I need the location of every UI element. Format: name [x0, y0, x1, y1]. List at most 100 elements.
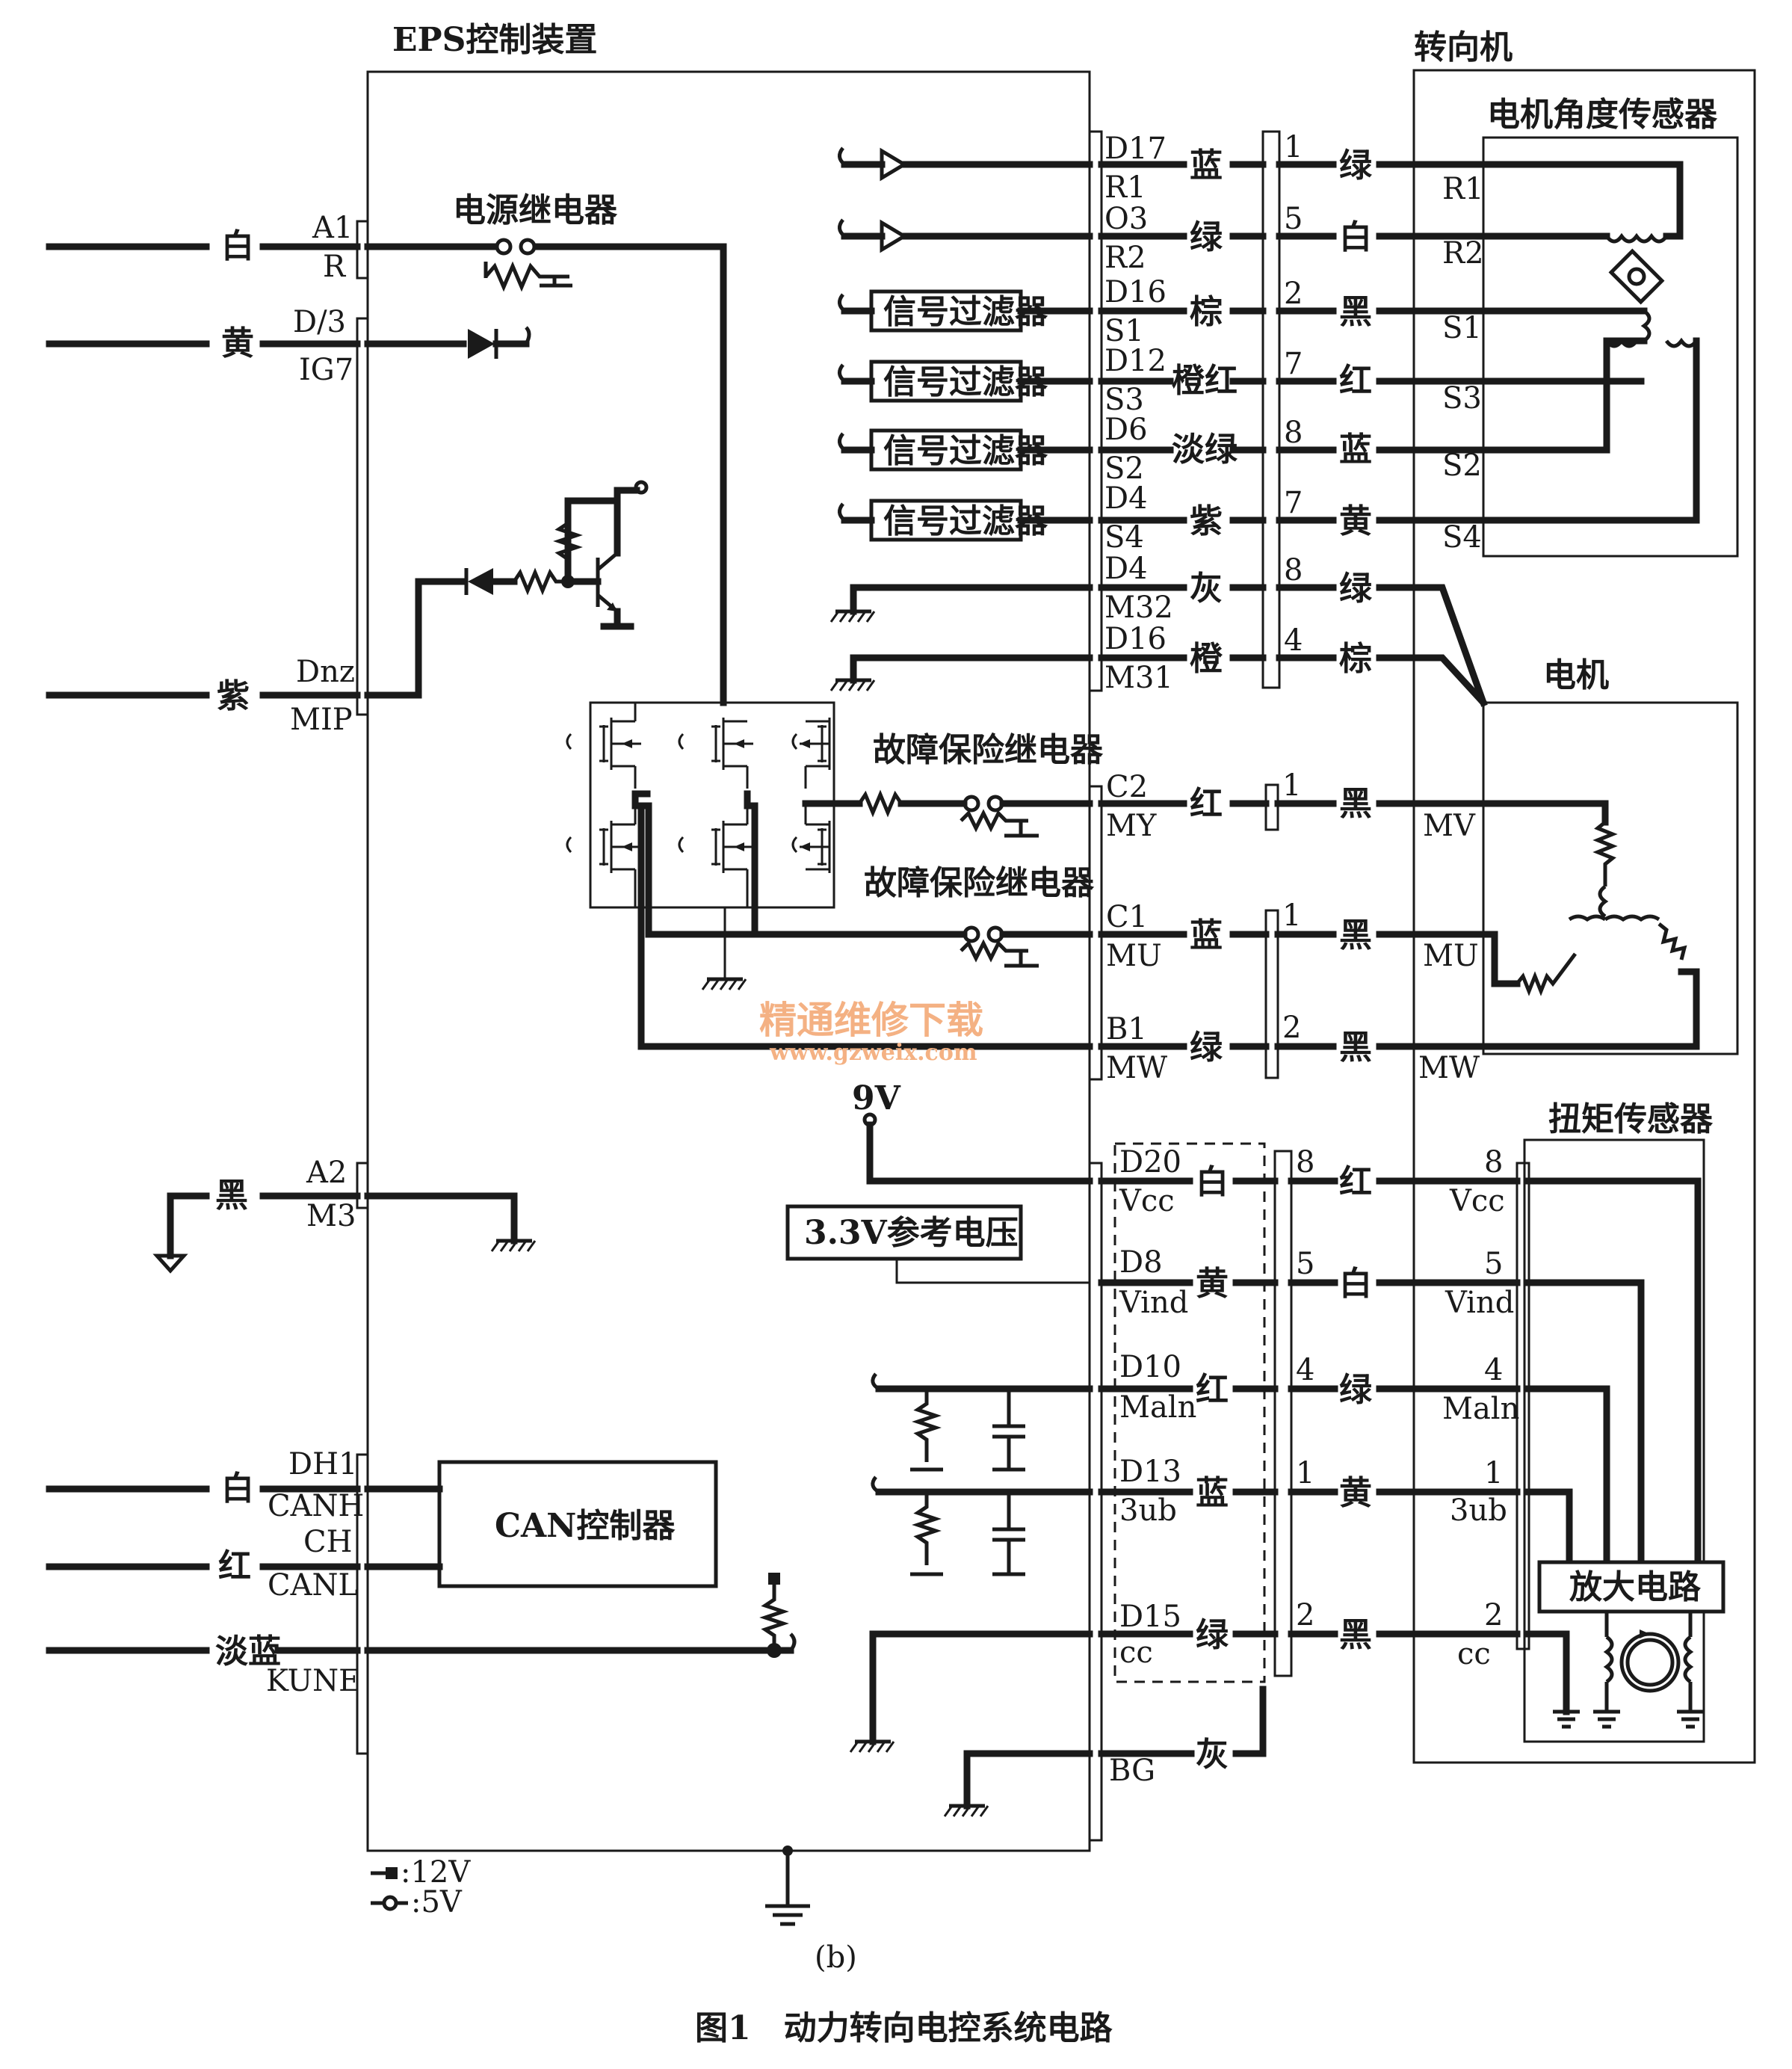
resolver-symbol: [1480, 161, 1700, 524]
wire2-color-3: 红: [1339, 362, 1372, 400]
bg-wire-label: 灰: [1196, 1736, 1229, 1774]
mwire1-0: 红: [1190, 785, 1223, 823]
wire1-color-7: 橙: [1190, 640, 1223, 678]
wire1-color-4: 淡绿: [1172, 431, 1238, 469]
harness-bar-c2: [1264, 783, 1279, 831]
right-connector-torque: [1088, 1162, 1103, 1842]
diode-mip: [468, 568, 493, 595]
harness-num-5: 7: [1284, 486, 1303, 520]
left-wire-color-1: 黄: [221, 324, 254, 363]
watermark-cn: 精通维修下载: [759, 998, 983, 1042]
filter-3: 信号过滤器: [838, 428, 1093, 472]
left-pin-bottom-4: CANH: [268, 1489, 364, 1523]
legend-12v: :12V: [401, 1855, 471, 1890]
mwire2-2: 黑: [1339, 1029, 1372, 1067]
mnum-2: 2: [1282, 1011, 1301, 1045]
figure-caption: 图1 动力转向电控系统电路: [695, 2009, 1113, 2047]
amp-block: [1537, 1560, 1725, 1614]
left-pin-bottom-0: R: [323, 250, 347, 284]
rpin-bottom-1: R2: [1104, 241, 1146, 275]
left-pin-top-2: Dnz: [296, 655, 355, 689]
motor-outline: [1482, 701, 1739, 1055]
rpin-top-1: O3: [1104, 202, 1148, 236]
bg-pin-label: BG: [1109, 1754, 1155, 1788]
twire2-2: 绿: [1339, 1371, 1373, 1409]
twire1-2: 红: [1196, 1371, 1229, 1409]
left-wire-color-6: 淡蓝: [215, 1632, 281, 1671]
left-pin-top-5: CH: [303, 1525, 353, 1559]
rpin-top-6: D4: [1104, 552, 1148, 586]
amp-label: 放大电路: [1569, 1568, 1702, 1606]
tdnum-2: 4: [1484, 1353, 1503, 1387]
rpin-top-3: D12: [1104, 344, 1167, 378]
diode-ig: [468, 329, 495, 359]
left-pin-bottom-3: M3: [306, 1199, 356, 1233]
twire1-0: 白: [1196, 1163, 1229, 1201]
rpin-bottom-7: M31: [1104, 661, 1173, 695]
rpin-bottom-6: M32: [1104, 591, 1173, 625]
rpin-bottom-2: S1: [1104, 314, 1144, 348]
left-pin-top-1: D/3: [293, 305, 346, 339]
mpin-top-0: C2: [1106, 770, 1148, 804]
left-pin-top-0: A1: [312, 211, 353, 245]
mpin-top-2: B1: [1106, 1012, 1147, 1046]
twire1-4: 绿: [1196, 1616, 1229, 1654]
tdev-2: Maln: [1442, 1392, 1519, 1426]
torque-coil-symbol: [1525, 1612, 1704, 1729]
left-pin-bottom-1: IG7: [299, 353, 353, 387]
left-pin-top-3: A2: [306, 1156, 347, 1190]
twire2-1: 白: [1339, 1265, 1372, 1303]
harness-num-7: 4: [1284, 623, 1303, 658]
tnum-3: 1: [1296, 1456, 1314, 1490]
rpin-bottom-5: S4: [1104, 520, 1144, 555]
tpin-top-1: D8: [1119, 1245, 1163, 1280]
angle-pin-4: S2: [1442, 448, 1482, 483]
ref-voltage-label: 3.3V参考电压: [804, 1214, 1019, 1252]
angle-pin-0: R1: [1442, 172, 1484, 206]
wire2-color-0: 绿: [1339, 147, 1373, 185]
left-wire-color-3: 黑: [215, 1177, 248, 1215]
tpin-bottom-1: Vind: [1119, 1286, 1188, 1320]
tnum-2: 4: [1296, 1353, 1314, 1387]
torque-sensor-outline: [1523, 1138, 1705, 1743]
sub-label: (b): [815, 1940, 857, 1975]
rpin-bottom-3: S3: [1104, 383, 1144, 417]
harness-num-1: 5: [1284, 202, 1303, 236]
tdev-1: Vind: [1445, 1286, 1514, 1320]
left-wire-color-4: 白: [221, 1470, 254, 1508]
tpin-top-0: D20: [1119, 1145, 1181, 1180]
tdnum-3: 1: [1484, 1456, 1503, 1490]
watermark-url: www.gzweix.com: [769, 1040, 977, 1066]
rpin-top-0: D17: [1104, 132, 1167, 166]
wire2-color-6: 绿: [1339, 570, 1373, 608]
failsafe-relay-label-2: 故障保险继电器: [864, 864, 1095, 902]
steering-outline: [1412, 69, 1756, 1764]
mwire2-0: 黑: [1339, 785, 1372, 823]
harness-bar-c1: [1264, 909, 1279, 1079]
tpin-top-2: D10: [1119, 1350, 1181, 1384]
wire1-color-5: 紫: [1190, 502, 1223, 540]
tpin-bottom-2: Maln: [1119, 1390, 1196, 1425]
tdnum-0: 8: [1484, 1145, 1503, 1180]
harness-num-2: 2: [1284, 277, 1303, 311]
twire1-1: 黄: [1196, 1265, 1229, 1303]
harness-num-0: 1: [1284, 130, 1303, 164]
tpin-bottom-4: cc: [1119, 1635, 1153, 1670]
tdev-3: 3ub: [1450, 1493, 1507, 1528]
tnum-4: 2: [1296, 1598, 1314, 1632]
mwire1-1: 蓝: [1190, 916, 1223, 955]
rpin-bottom-4: S2: [1104, 451, 1144, 486]
mdev-0: MV: [1423, 809, 1476, 843]
harness-num-4: 8: [1284, 416, 1303, 450]
mpin-top-1: C1: [1106, 900, 1148, 934]
mnum-1: 1: [1282, 898, 1301, 933]
twire2-3: 黄: [1339, 1474, 1372, 1512]
mnum-0: 1: [1282, 768, 1301, 803]
motor-title: 电机: [1543, 656, 1609, 694]
angle-pin-2: S1: [1442, 311, 1482, 345]
can-controller-block: [437, 1460, 718, 1588]
torque-sensor-title: 扭矩传感器: [1548, 1100, 1714, 1138]
filter-4: 信号过滤器: [838, 499, 1093, 542]
mwire2-1: 黑: [1339, 916, 1372, 955]
